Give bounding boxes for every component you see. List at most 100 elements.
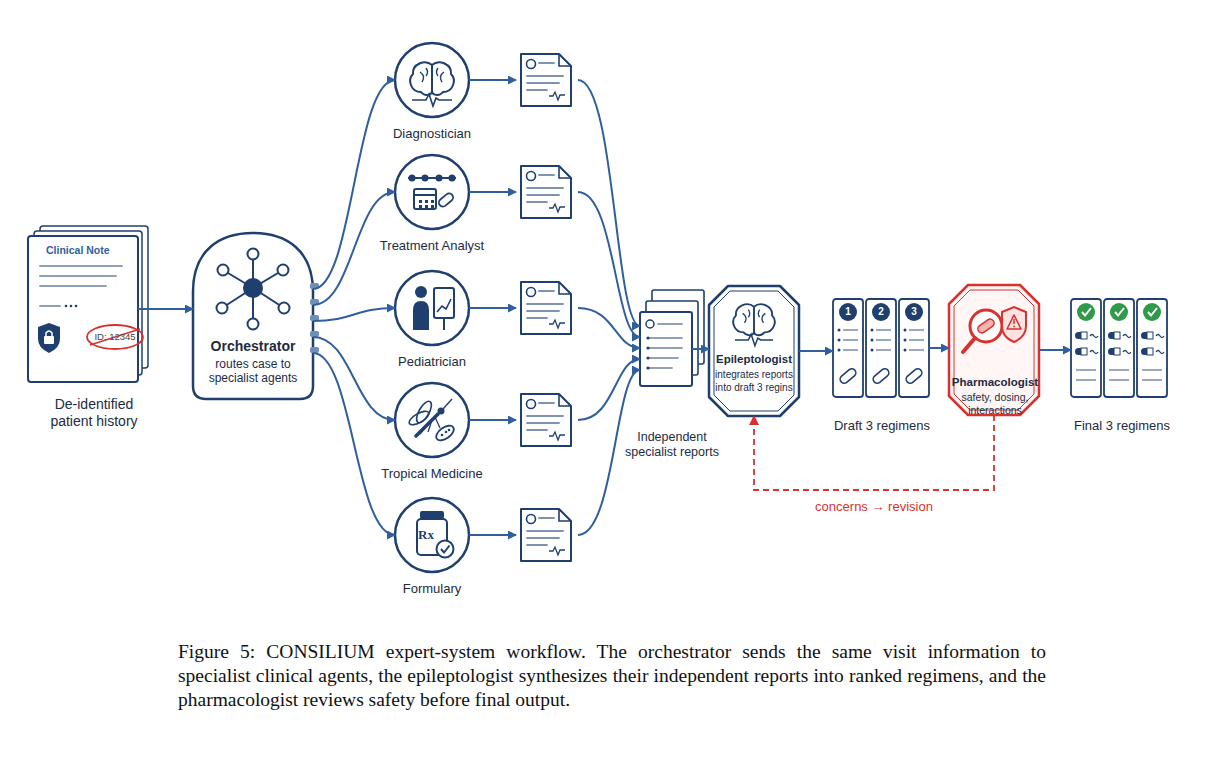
node-title: Pediatrician <box>362 354 502 369</box>
brain-fold <box>420 68 444 82</box>
calendar-icon <box>414 189 436 209</box>
text-line <box>909 349 924 351</box>
pill-icon <box>872 367 891 385</box>
flow-line <box>929 347 949 349</box>
node-text: ID: 12345 <box>87 331 143 342</box>
flow-line <box>469 307 516 309</box>
agent-icon <box>407 399 456 443</box>
redaction-oval <box>87 325 143 349</box>
pill-icon <box>905 367 924 385</box>
bacterium-dot <box>448 429 451 432</box>
report-icon <box>521 509 571 561</box>
flow-line <box>313 353 395 535</box>
connector <box>313 337 395 420</box>
ecg-line <box>412 94 452 106</box>
agent-icon <box>410 62 454 106</box>
flow-line <box>313 80 395 289</box>
flow-line <box>469 534 516 536</box>
brain-icon <box>733 304 774 335</box>
node-title: 1 <box>840 304 856 320</box>
person-glyph <box>646 320 654 328</box>
regimen-card <box>1104 299 1134 397</box>
flow-line <box>469 419 516 421</box>
card-group-bounds <box>833 299 929 397</box>
tilde-mark <box>1123 351 1131 354</box>
check-badge <box>1143 303 1161 321</box>
feedback-line <box>754 415 994 490</box>
text-lines <box>648 324 682 368</box>
connector <box>313 192 395 305</box>
calendar-cell <box>419 200 422 203</box>
connector <box>692 349 709 350</box>
bottle-cap <box>420 511 444 519</box>
pharmacologist-agent: Pharmacologistsafety, dosing, interactio… <box>946 282 1044 422</box>
connector <box>929 348 949 349</box>
node-outline <box>706 283 802 419</box>
connector <box>469 308 640 348</box>
text-line <box>1109 379 1129 381</box>
agent-circle <box>395 43 469 117</box>
network-node <box>217 303 228 314</box>
flow-line <box>313 192 395 305</box>
capsule-half <box>1081 348 1087 355</box>
capsule-half <box>1147 332 1153 339</box>
specialist-agent: Formulary <box>362 495 502 605</box>
ellipsis-dot <box>75 305 78 308</box>
report-icon <box>521 54 571 106</box>
text-line <box>1076 379 1096 381</box>
connector <box>313 308 395 321</box>
bullet-dot <box>646 366 649 369</box>
node-title: Formulary <box>362 581 502 596</box>
check-mark <box>441 546 450 553</box>
timeline-dot <box>436 175 443 182</box>
number-badge <box>839 303 857 321</box>
node-title: Final 3 regimens <box>1070 418 1174 434</box>
node-text: 2 <box>873 304 889 320</box>
node-text: Draft 3 regimens <box>832 418 932 434</box>
board-stand <box>443 318 445 330</box>
connector <box>799 351 833 352</box>
agent-circle <box>395 383 469 457</box>
connector <box>469 359 640 420</box>
regimen-card <box>899 299 929 397</box>
orchestrator-outline <box>193 233 313 399</box>
text-line <box>876 329 891 331</box>
mosquito-proboscis <box>443 399 452 409</box>
number-badge <box>872 303 890 321</box>
node-title: Orchestrator <box>190 338 316 354</box>
network-node <box>279 303 290 314</box>
network-node <box>218 265 229 276</box>
epileptologist-agent: Epileptologistintegrates reports into dr… <box>706 283 802 419</box>
node-title: Clinical Note <box>46 244 110 256</box>
flow-line <box>469 191 516 193</box>
capsule-icon <box>1108 332 1120 339</box>
warning-dot <box>1013 326 1015 328</box>
lock-shackle <box>46 331 52 336</box>
text-line <box>843 329 858 331</box>
person-head <box>415 286 427 298</box>
regimen-cards: Final 3 regimens <box>1070 298 1174 453</box>
check-badge <box>1077 303 1095 321</box>
calendar-cell <box>419 205 422 208</box>
agent-icon <box>408 175 456 210</box>
connector <box>469 370 640 535</box>
regimen-card <box>1071 299 1101 397</box>
ecg-line <box>735 334 773 345</box>
symbol-label: Rx <box>413 527 439 543</box>
flow-line <box>799 350 833 352</box>
page-front <box>28 236 138 382</box>
regimen-cards: 123Draft 3 regimens <box>832 298 932 453</box>
text-line <box>876 339 891 341</box>
connector <box>313 80 395 289</box>
node-text: routes case to specialist agents <box>200 357 306 385</box>
capsule-icon <box>1075 348 1087 355</box>
bullet-dot <box>871 349 874 352</box>
check-mark <box>1082 308 1091 316</box>
tilde-mark <box>1123 335 1131 338</box>
flow-line <box>313 337 395 420</box>
connector <box>754 415 994 490</box>
timeline-dot <box>449 175 456 182</box>
warning-bar <box>1013 319 1015 324</box>
calendar-cell <box>431 200 434 203</box>
specialist-agent: Tropical Medicine <box>362 380 502 490</box>
